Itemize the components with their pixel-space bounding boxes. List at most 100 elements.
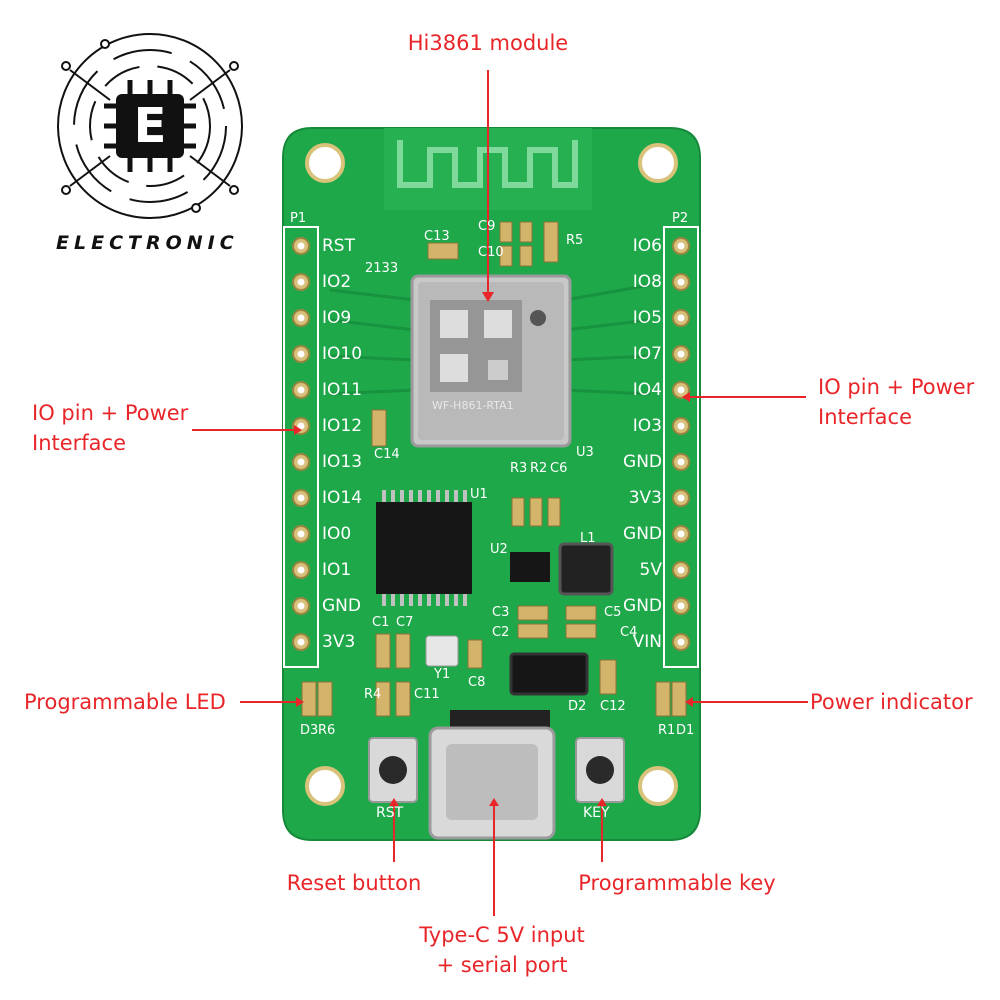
ic-leg	[400, 490, 404, 502]
silk-rst: RST	[376, 805, 404, 821]
label-typec-line2: + serial port	[436, 953, 568, 977]
pin-label-left: IO11	[322, 380, 363, 400]
ic-leg	[463, 490, 467, 502]
label-programmable-key: Programmable key	[578, 871, 776, 895]
ic-leg	[418, 594, 422, 606]
pin-hole-center	[677, 566, 685, 574]
pin-label-left: IO9	[322, 308, 352, 328]
ic-leg	[436, 594, 440, 606]
pin-label-left: IO12	[322, 416, 363, 436]
pin-hole-center	[677, 422, 685, 430]
pin-hole-center	[677, 242, 685, 250]
silk-mark: R2	[530, 461, 548, 476]
silk-mark: R1	[658, 723, 676, 738]
pin-hole-center	[677, 530, 685, 538]
pin-hole-center	[677, 278, 685, 286]
ic-leg	[454, 594, 458, 606]
pin-label-left: IO2	[322, 272, 352, 292]
pin-label-right: GND	[623, 596, 662, 616]
pin-hole-center	[677, 386, 685, 394]
pin-label-left: RST	[322, 236, 355, 256]
pin-label-right: VIN	[632, 632, 662, 652]
annotation-arrows	[192, 70, 808, 916]
silk-mark: U2	[490, 542, 508, 557]
ic-leg	[445, 490, 449, 502]
silk-mark: C11	[414, 687, 440, 702]
silk-mark: L1	[580, 531, 596, 546]
module-marking: WF-H861-RTA1	[432, 399, 514, 412]
pin-hole-center	[297, 638, 305, 646]
ic-leg	[418, 490, 422, 502]
header-left-label: P1	[290, 211, 307, 226]
ic-leg	[382, 490, 386, 502]
pin-label-right: IO5	[632, 308, 662, 328]
pin-hole-center	[297, 386, 305, 394]
pin-hole-center	[677, 638, 685, 646]
label-programmable-led: Programmable LED	[24, 690, 226, 714]
pin-label-right: 3V3	[628, 488, 662, 508]
pin-label-left: IO10	[322, 344, 363, 364]
ic-leg	[409, 490, 413, 502]
pin-hole-center	[297, 314, 305, 322]
pin-hole-center	[297, 458, 305, 466]
ic-leg	[454, 490, 458, 502]
pin-hole-center	[297, 530, 305, 538]
pin-label-right: IO7	[632, 344, 662, 364]
ic-leg	[391, 490, 395, 502]
pin-hole-center	[677, 458, 685, 466]
pin-label-left: IO14	[322, 488, 363, 508]
pin-hole-center	[297, 242, 305, 250]
ic-leg	[409, 594, 413, 606]
label-typec-line1: Type-C 5V input	[419, 923, 585, 947]
ic-leg	[427, 490, 431, 502]
pin-label-right: 5V	[639, 560, 662, 580]
silk-mark: C12	[600, 699, 626, 714]
silk-mark: C10	[478, 245, 504, 260]
pin-label-right: IO3	[632, 416, 662, 436]
pin-hole-center	[677, 494, 685, 502]
silk-mark: C6	[550, 461, 568, 476]
silk-mark: R6	[318, 723, 336, 738]
pin-hole-center	[677, 314, 685, 322]
silk-mark: C13	[424, 229, 450, 244]
arrow-heads	[294, 292, 693, 806]
silk-mark: R4	[364, 687, 382, 702]
pin-label-left: IO13	[322, 452, 363, 472]
silk-mark: C2	[492, 625, 510, 640]
silk-mark: C3	[492, 605, 510, 620]
silk-mark: C14	[374, 447, 400, 462]
silk-mark: R5	[566, 233, 584, 248]
label-reset-button: Reset button	[286, 871, 422, 895]
silk-mark: Y1	[434, 667, 451, 682]
silk-mark: U1	[470, 487, 488, 502]
label-io-left-line2: Interface	[32, 431, 127, 455]
pin-hole-center	[677, 602, 685, 610]
pcb-board	[282, 127, 701, 841]
pin-label-left: IO1	[322, 560, 352, 580]
label-io-right-line2: Interface	[818, 405, 913, 429]
header-right-label: P2	[672, 211, 689, 226]
ic-leg	[382, 594, 386, 606]
label-power-indicator: Power indicator	[810, 690, 973, 714]
ic-leg	[400, 594, 404, 606]
chip-e-logo-icon	[57, 33, 243, 219]
silk-mark: C7	[396, 615, 414, 630]
ic-leg	[391, 594, 395, 606]
pin-hole-center	[297, 566, 305, 574]
pin-hole-center	[297, 422, 305, 430]
pin-hole-center	[297, 494, 305, 502]
ic-leg	[463, 594, 467, 606]
pin-label-right: GND	[623, 524, 662, 544]
pin-label-left: IO0	[322, 524, 352, 544]
silk-mark: D2	[568, 699, 587, 714]
silk-mark: D3	[300, 723, 319, 738]
silk-mark: C4	[620, 625, 638, 640]
silk-key: KEY	[583, 805, 610, 821]
pin-label-right: IO4	[632, 380, 662, 400]
label-io-right-line1: IO pin + Power	[818, 375, 975, 399]
silk-mark: D1	[676, 723, 695, 738]
label-hi3861-module: Hi3861 module	[407, 31, 569, 55]
ic-leg	[445, 594, 449, 606]
